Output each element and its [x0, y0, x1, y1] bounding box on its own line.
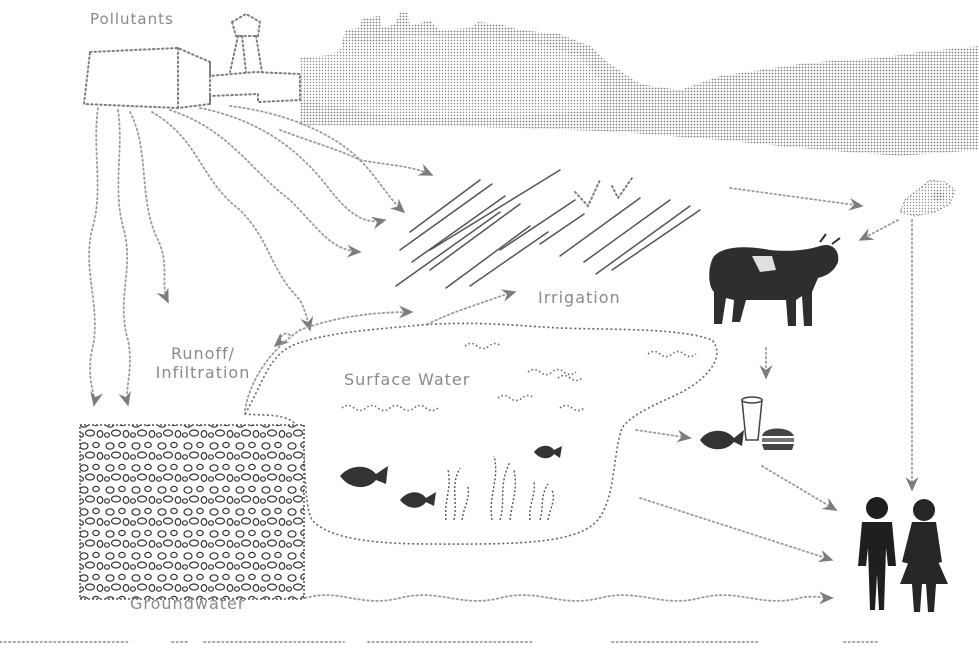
people-icon — [858, 497, 948, 612]
groundwater-box — [80, 425, 304, 599]
smog-skyline — [300, 12, 979, 156]
runoff-label-line2: Infiltration — [148, 363, 258, 382]
runoff-label: Runoff/ Infiltration — [148, 344, 258, 382]
surface-water-label: Surface Water — [344, 370, 470, 389]
factory-icon — [84, 14, 300, 108]
surface-water-pool — [245, 323, 717, 544]
fish-icon — [700, 430, 744, 449]
runoff-label-line1: Runoff/ — [148, 344, 258, 363]
groundwater-flow — [305, 595, 832, 601]
food-icons — [742, 397, 794, 450]
rain-streaks — [396, 170, 700, 288]
tractor-icon — [900, 180, 955, 216]
pollutants-label: Pollutants — [90, 10, 174, 28]
irrigation-label: Irrigation — [538, 288, 621, 307]
cow-icon — [709, 234, 840, 326]
groundwater-label: Groundwater — [130, 594, 245, 613]
